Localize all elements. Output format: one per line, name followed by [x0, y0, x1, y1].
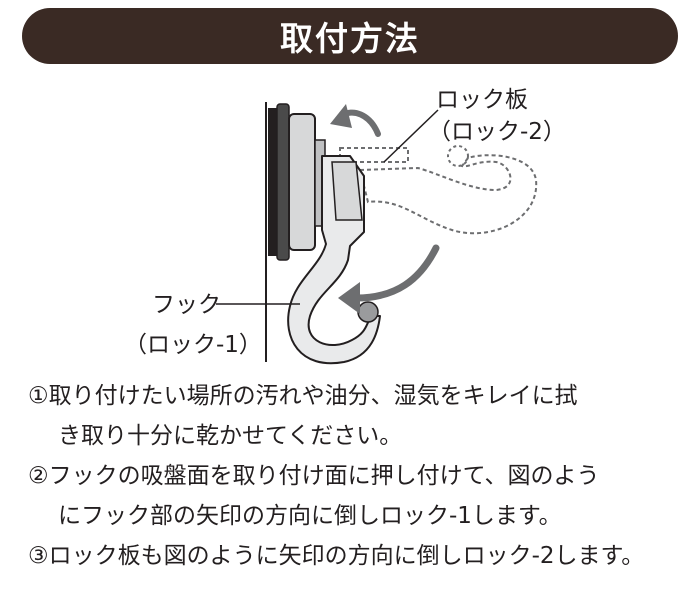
hook-ghost [358, 154, 538, 235]
lock-plate-label: ロック板 [436, 87, 528, 113]
lock-1-arrowhead [338, 282, 360, 314]
step-1-line-1: ①取り付けたい場所の汚れや油分、湿気をキレイに拭 [28, 383, 578, 409]
suction-cup-rim [276, 103, 290, 261]
lock-1-arrow [352, 244, 440, 302]
step-2-line-2: にフック部の矢印の方向に倒しロック-1します。 [58, 503, 562, 529]
suction-cup-base [268, 108, 277, 256]
instruction-list: ①取り付けたい場所の汚れや油分、湿気をキレイに拭 き取り十分に乾かせてください。… [28, 376, 688, 576]
hook-sublabel: （ロック-1） [124, 332, 262, 358]
suction-cup-body [288, 113, 316, 251]
hook-knob [357, 301, 379, 323]
hook-ghost-knob [447, 145, 469, 167]
step-1-line-2: き取り十分に乾かせてください。 [58, 423, 403, 449]
hook-label: フック [152, 292, 221, 318]
lock-2-leader [383, 109, 439, 163]
step-2-line-1: ②フックの吸盤面を取り付け面に押し付けて、図のよう [28, 463, 600, 489]
lock-plate-sublabel: （ロック-2） [428, 119, 566, 145]
hook-illustration [216, 102, 538, 365]
mounting-diagram: ロック板 （ロック-2） フック （ロック-1） [0, 70, 700, 370]
title-bar: 取付方法 [22, 8, 678, 64]
page-title: 取付方法 [280, 19, 420, 58]
lock-2-arrowhead [330, 104, 352, 128]
step-3-line-1: ③ロック板も図のように矢印の方向に倒しロック-2します。 [28, 543, 645, 569]
lock-plate [331, 161, 363, 221]
